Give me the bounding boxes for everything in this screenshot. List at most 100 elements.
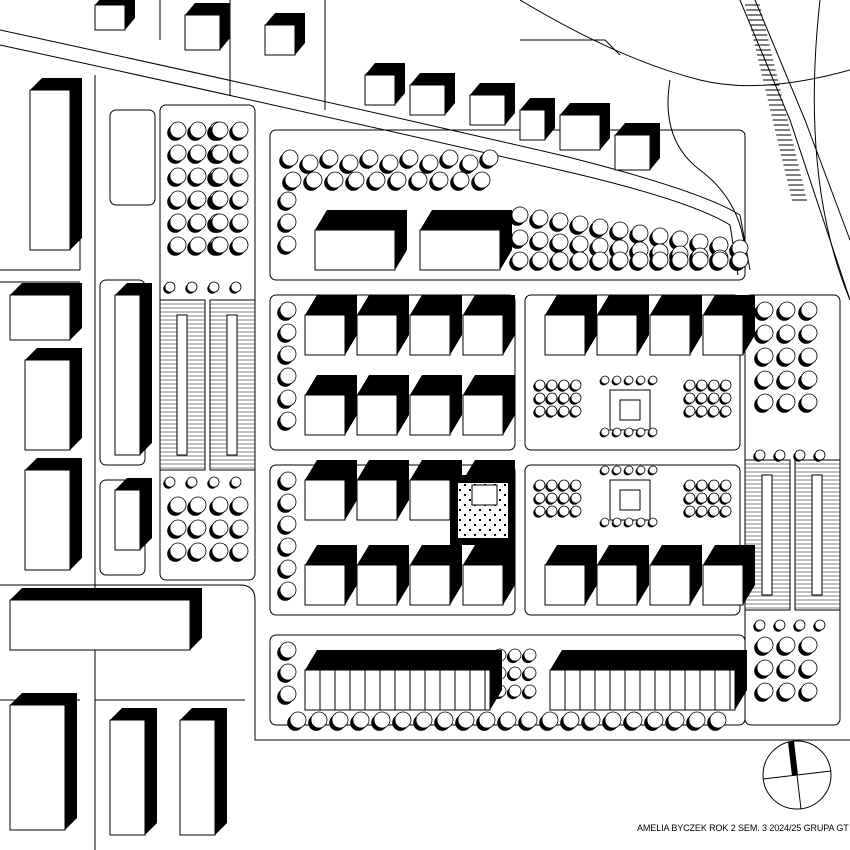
tree-icon [778,301,796,319]
building [409,394,451,436]
tree-icon [279,411,297,429]
tree-icon [352,711,370,729]
north-arrow-icon [762,740,832,810]
tree-icon [508,648,522,662]
parking-island [176,314,188,456]
tree-icon [558,479,570,491]
tree-icon [600,427,610,437]
building [596,314,638,356]
paving-dot [484,514,486,516]
building-shadow [357,295,409,355]
tree-icon [631,251,649,269]
tree-icon [523,684,537,698]
building [409,564,451,606]
tree-icon [211,236,229,254]
tree-icon [636,375,646,385]
road-edge [519,0,850,87]
tree-icon [281,149,299,167]
tree-icon [211,496,229,514]
building-shadow [305,375,357,435]
tree-icon [756,324,774,342]
tree-icon [774,449,786,461]
paving-dot [499,519,501,521]
building [419,229,501,271]
tree-icon [341,154,359,172]
tree-icon [279,537,297,555]
tree-icon [571,235,589,253]
building [519,109,546,141]
tree-icon [546,505,558,517]
paving-dot [479,529,481,531]
tree-icon [361,149,379,167]
paving-dot [504,484,506,486]
tree-icon [754,619,766,631]
tree-icon [648,427,658,437]
paving-dot [504,534,506,536]
tree-icon [169,519,187,537]
building [544,564,586,606]
building-shadow [410,545,462,605]
tree-icon [541,711,559,729]
tree-icon [208,476,220,488]
tree-icon [551,233,569,251]
plaza-center [619,489,641,511]
tree-icon [164,476,176,488]
tree-icon [583,711,601,729]
paving-dot [479,519,481,521]
tree-icon [481,149,499,167]
plaza [609,479,651,521]
tree-icon [381,154,399,172]
tree-icon [570,479,582,491]
tree-icon [321,149,339,167]
tree-icon [778,347,796,365]
paving-dot [459,509,461,511]
tree-icon [720,479,732,491]
tree-icon [189,144,207,162]
tree-icon [169,121,187,139]
building-shadow [305,460,357,520]
tree-icon [794,449,806,461]
building [356,314,398,356]
tree-icon [636,465,646,475]
building [462,314,504,356]
tree-icon [800,682,818,700]
tree-icon [546,405,558,417]
tree-icon [531,251,549,269]
paving-dot [504,524,506,526]
tree-icon [279,235,297,253]
building [409,314,451,356]
tree-icon [648,375,658,385]
tree-icon [625,711,643,729]
tree-icon [441,149,459,167]
building [462,394,504,436]
tree-icon [684,505,696,517]
tree-icon [731,251,749,269]
paving-dot [504,504,506,506]
tree-icon [401,149,419,167]
tree-icon [279,191,297,209]
tree-icon [164,281,176,293]
tree-icon [696,479,708,491]
tree-icon [523,666,537,680]
tree-icon [231,190,249,208]
road-edge [0,584,850,741]
paving-dot [474,534,476,536]
tree-icon [169,144,187,162]
tree-icon [461,154,479,172]
tree-icon [800,636,818,654]
tree-icon [452,171,470,189]
paving-dot [459,529,461,531]
tree-icon [612,465,622,475]
building-shadow [10,693,77,830]
tree-icon [284,171,302,189]
tree-icon [756,370,774,388]
tree-icon [754,449,766,461]
parking-strip [159,299,206,471]
road-edge [0,44,739,276]
tree-icon [720,405,732,417]
tree-icon [230,476,242,488]
building [702,564,744,606]
tree-icon [570,492,582,504]
